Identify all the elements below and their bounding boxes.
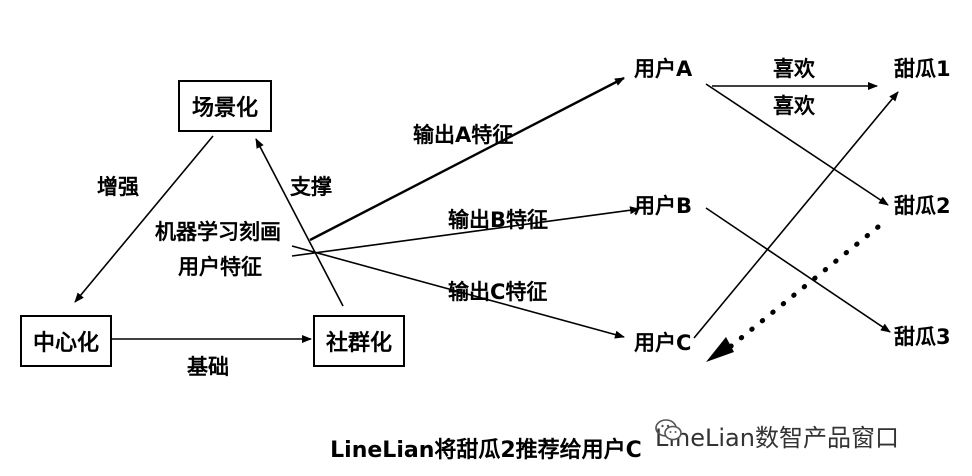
label-user-c: 用户C	[634, 331, 692, 355]
label-user-a: 用户A	[634, 57, 693, 81]
arrow-community-to-scene	[255, 138, 344, 307]
label-basis: 基础	[187, 355, 229, 379]
arrow-user-c-to-melon-1	[693, 91, 899, 339]
wechat-icon	[655, 419, 682, 441]
box-community: 社群化	[313, 315, 405, 367]
arrow-user-b-to-melon-3	[705, 207, 891, 333]
label-melon-2: 甜瓜2	[894, 194, 951, 218]
watermark: LineLian数智产品窗口	[655, 418, 899, 453]
caption: LineLian将甜瓜2推荐给用户C	[330, 438, 642, 463]
dotted-arrow-recommend-melon-2-to-user-c	[727, 224, 881, 350]
box-scene-label: 场景化	[191, 96, 258, 121]
label-like-2: 喜欢	[773, 94, 815, 118]
label-user-b: 用户B	[634, 194, 693, 218]
arrow-output-b	[291, 206, 640, 257]
label-like-1: 喜欢	[773, 57, 815, 81]
label-ml-line1: 机器学习刻画	[155, 220, 281, 244]
box-community-label: 社群化	[325, 331, 392, 356]
label-melon-1: 甜瓜1	[894, 57, 951, 81]
arrow-user-a-to-melon-2	[705, 83, 889, 206]
arrow-output-a	[309, 76, 625, 242]
label-output-b: 输出B特征	[448, 208, 549, 232]
watermark-text: LineLian数智产品窗口	[655, 424, 899, 452]
label-melon-3: 甜瓜3	[894, 325, 951, 349]
arrow-scene-to-center	[74, 135, 214, 303]
label-output-c: 输出C特征	[448, 280, 548, 304]
label-output-a: 输出A特征	[413, 123, 514, 147]
box-scene: 场景化	[178, 80, 272, 132]
recommend-arrowhead	[706, 337, 734, 362]
box-center-label: 中心化	[32, 331, 99, 356]
box-center: 中心化	[20, 315, 112, 367]
label-enhance: 增强	[97, 175, 139, 199]
label-support: 支撑	[290, 175, 332, 199]
label-ml-line2: 用户特征	[178, 255, 262, 279]
arrow-output-c	[291, 245, 625, 339]
